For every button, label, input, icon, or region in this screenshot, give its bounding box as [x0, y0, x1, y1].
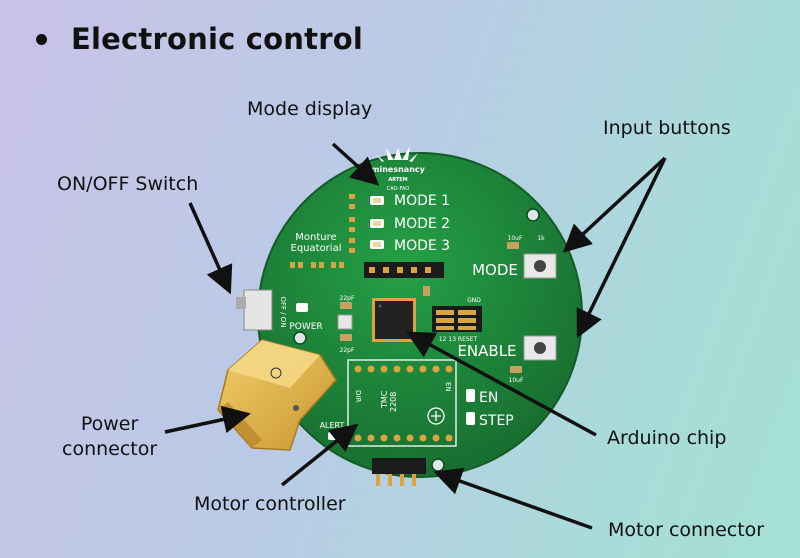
arrow-input-mode	[562, 156, 667, 253]
cap-10uf-top: 10uF	[508, 235, 523, 242]
motor-connector	[372, 458, 426, 486]
callout-mode-display: Mode display	[247, 98, 373, 120]
callout-input-buttons: Input buttons	[603, 117, 731, 139]
resistor-1k-label: 1k	[537, 235, 545, 242]
callout-arduino-chip: Arduino chip	[607, 427, 727, 449]
arduino-chip	[372, 298, 416, 342]
capacitor	[340, 302, 352, 309]
icsp-header	[432, 306, 482, 332]
mounting-hole	[293, 331, 307, 345]
enable-button	[523, 335, 557, 361]
en-pin-label: EN	[444, 382, 452, 392]
arrow-input-enable	[576, 157, 667, 339]
en-led	[466, 389, 475, 402]
pin-header	[364, 262, 444, 278]
power-led	[296, 303, 308, 312]
capacitor	[340, 334, 352, 341]
callout-motor-connector: Motor connector	[608, 519, 765, 541]
arrow-arduino	[405, 331, 597, 437]
mode-2-label: MODE 2	[394, 216, 450, 232]
logo-subtext: ARTEM	[388, 177, 407, 183]
monture-label: Monture	[295, 232, 336, 243]
equatorial-label: Equatorial	[291, 243, 342, 254]
cap-22pf-bottom: 22pF	[340, 347, 355, 354]
mounting-hole	[431, 458, 445, 472]
step-label: STEP	[479, 413, 514, 429]
switch-label: OFF / ON	[279, 296, 287, 327]
step-led	[466, 412, 475, 425]
capacitor	[510, 366, 522, 373]
mounting-hole	[526, 208, 540, 222]
mode-button-label: MODE	[472, 261, 518, 279]
driver-tmc-label: TMC	[380, 390, 389, 409]
arrow-motor-controller	[280, 423, 359, 487]
on-off-switch	[236, 289, 273, 331]
callout-power-connector: Power connector	[62, 413, 158, 460]
arrow-power	[164, 405, 251, 434]
cap-22pf-top: 22pF	[340, 295, 355, 302]
crystal	[337, 314, 353, 330]
slide-title-row: Electronic control	[36, 22, 363, 56]
slide-title: Electronic control	[71, 22, 363, 56]
logo-text: minesnancy	[371, 165, 425, 174]
arrow-motor-connector	[433, 467, 593, 530]
callout-on-off-switch: ON/OFF Switch	[57, 173, 199, 195]
callout-motor-controller: Motor controller	[194, 493, 346, 515]
arrow-on-off	[188, 202, 233, 295]
logo-subtext2: CAO-FAO	[387, 186, 409, 192]
logo-icon	[376, 146, 418, 162]
mode-led-1	[349, 194, 384, 209]
alert-led	[328, 432, 338, 440]
mode-led-2	[349, 217, 384, 232]
alert-label: ALERT	[320, 421, 345, 430]
driver-2208-label: 2208	[389, 392, 398, 412]
driver-pins-top	[354, 365, 453, 373]
arrow-mode-display	[331, 142, 380, 186]
motor-driver-module	[347, 359, 457, 447]
driver-pins-bottom	[354, 434, 453, 442]
cap-10uf-bottom: 10uF	[509, 377, 524, 384]
plus-icon	[427, 407, 445, 425]
capacitor	[507, 242, 519, 249]
gnd-label: GND	[467, 297, 481, 304]
resistor-group	[290, 262, 344, 268]
mode-led-3	[349, 238, 384, 253]
bullet-icon	[36, 33, 47, 45]
mode-1-label: MODE 1	[394, 193, 450, 209]
capacitor	[423, 286, 430, 296]
power-label: POWER	[289, 322, 322, 332]
mode-3-label: MODE 3	[394, 238, 450, 254]
mode-button	[523, 253, 557, 279]
en-label: EN	[479, 390, 498, 406]
dir-label: DIR	[354, 390, 362, 402]
enable-button-label: ENABLE	[457, 342, 516, 360]
header-pin-labels: 12 13 RESET	[439, 336, 478, 343]
